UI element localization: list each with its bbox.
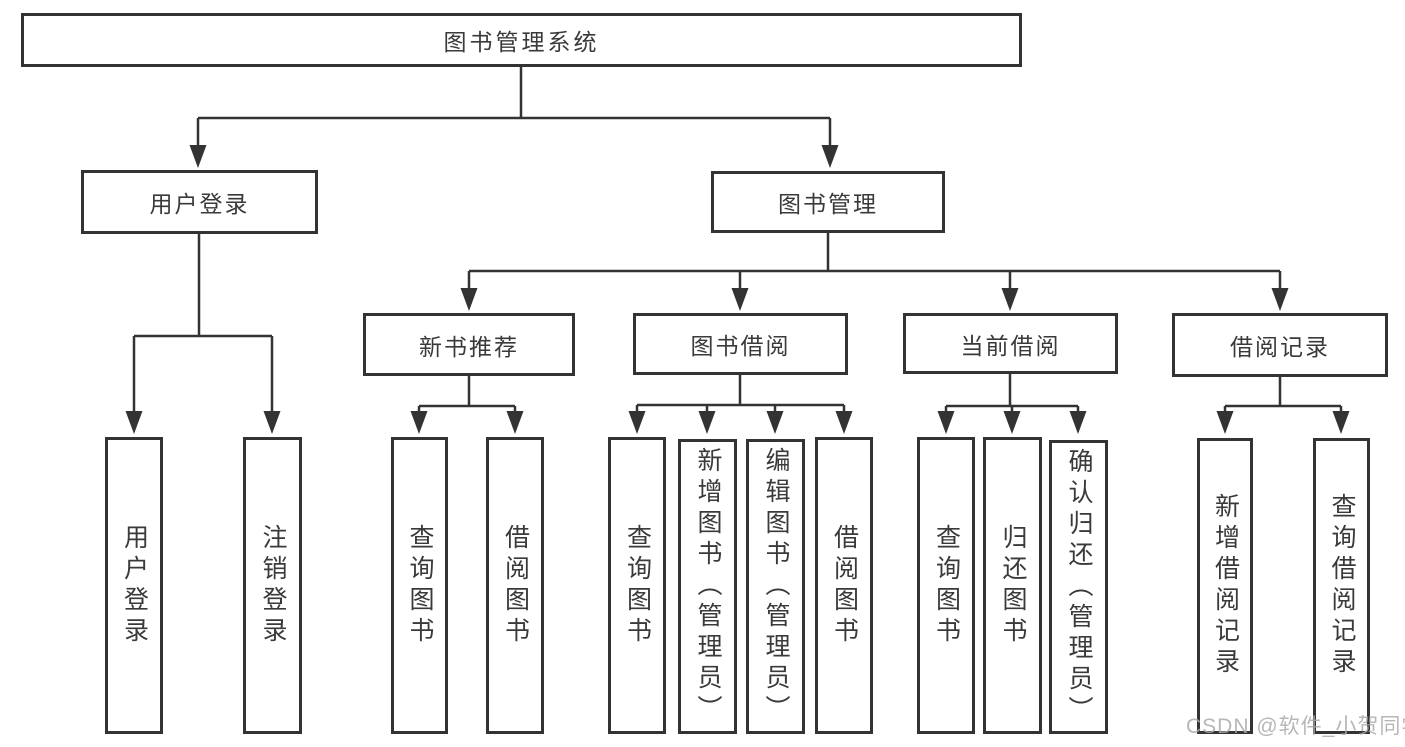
node-label: 确认归还（管理员） (1065, 447, 1093, 727)
node-label: 编辑图书（管理员） (762, 447, 790, 726)
node-leaf-query-books-2: 查询图书 (608, 437, 666, 734)
node-label: 查询借阅记录 (1328, 493, 1356, 679)
arrowhead-icon (189, 145, 839, 168)
node-label: 查询图书 (623, 523, 652, 648)
arrowhead-icon (410, 411, 524, 434)
node-leaf-borrow-books-2: 借阅图书 (815, 437, 873, 734)
edge-borrow-record-split (1223, 377, 1343, 413)
node-label: 当前借阅 (960, 332, 1061, 359)
node-label: 新增图书（管理员） (694, 447, 722, 726)
csdn-watermark: CSDN @软件_小贺同学 (1186, 715, 1405, 738)
node-book-borrowing: 图书借阅 (633, 313, 848, 375)
node-label: 查询图书 (932, 523, 961, 648)
node-leaf-edit-books-admin: 编辑图书（管理员） (746, 439, 805, 734)
node-label: 新增借阅记录 (1211, 493, 1240, 679)
node-current-borrowing: 当前借阅 (903, 313, 1118, 374)
node-book-management: 图书管理 (711, 171, 945, 233)
edge-book-borrow-split (635, 375, 846, 413)
node-leaf-return-books: 归还图书 (983, 437, 1042, 734)
node-label: 新书推荐 (419, 333, 519, 360)
node-label: 用户登录 (120, 523, 149, 648)
edge-user-login-split (132, 234, 274, 413)
node-leaf-confirm-return-admin: 确认归还（管理员） (1049, 440, 1108, 734)
arrowhead-icon (1216, 411, 1350, 434)
node-leaf-borrow-books-1: 借阅图书 (486, 437, 544, 734)
edge-root-to-level2 (196, 67, 832, 147)
edge-new-book-rec-split (417, 376, 517, 413)
node-new-book-recommend: 新书推荐 (363, 313, 575, 376)
node-label: 图书管理系统 (443, 29, 600, 55)
node-leaf-query-books-3: 查询图书 (917, 437, 975, 734)
node-user-login-group: 用户登录 (81, 170, 318, 234)
arrowhead-icon (460, 288, 1289, 311)
edge-current-borrow-split (944, 374, 1080, 413)
node-label: 借阅图书 (830, 523, 859, 648)
arrowhead-icon (628, 411, 853, 434)
node-borrowing-records: 借阅记录 (1172, 313, 1388, 377)
arrowhead-icon (125, 411, 281, 434)
node-label: 图书管理 (778, 191, 878, 217)
node-leaf-query-books-1: 查询图书 (391, 437, 448, 734)
node-label: 注销登录 (259, 523, 287, 648)
node-leaf-query-borrow-record: 查询借阅记录 (1313, 438, 1370, 734)
node-leaf-user-login: 用户登录 (105, 437, 163, 734)
node-library-system: 图书管理系统 (21, 13, 1022, 67)
node-label: 借阅图书 (501, 523, 530, 648)
edge-book-mgmt-split (467, 233, 1282, 290)
node-label: 归还图书 (999, 523, 1027, 648)
arrowhead-icon (937, 411, 1087, 434)
node-leaf-add-books-admin: 新增图书（管理员） (678, 439, 737, 734)
node-label: 图书借阅 (690, 333, 791, 359)
node-label: 借阅记录 (1230, 334, 1330, 360)
node-label: 用户登录 (149, 191, 250, 217)
node-label: 查询图书 (406, 523, 434, 648)
node-leaf-logout: 注销登录 (243, 437, 302, 734)
node-leaf-add-borrow-record: 新增借阅记录 (1197, 438, 1253, 734)
